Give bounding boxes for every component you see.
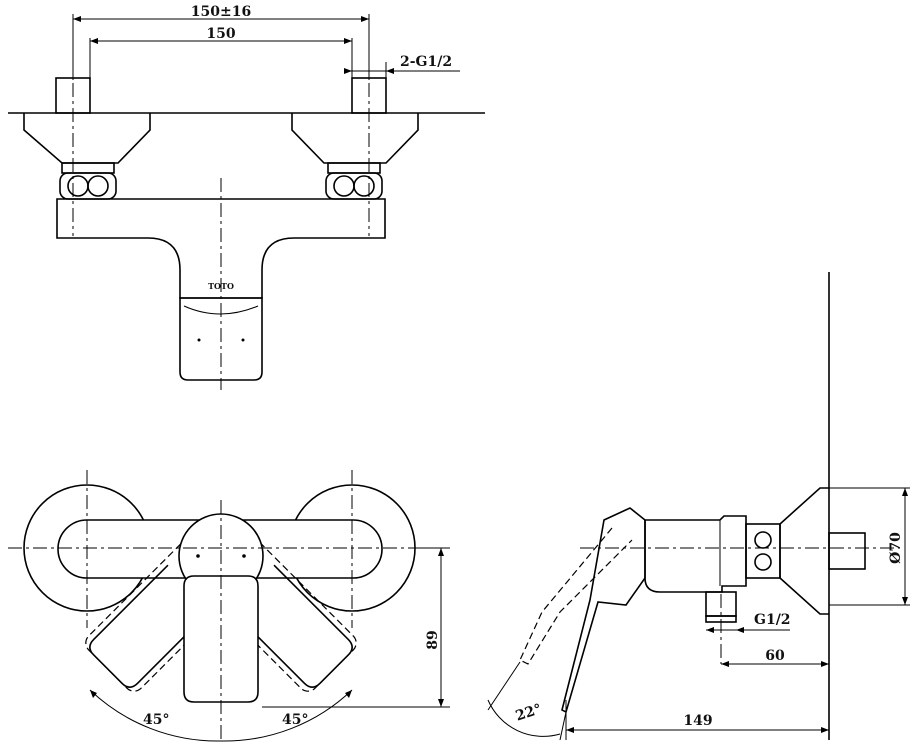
angle-22-label: 22° <box>514 701 544 724</box>
dim-150-tol: 150±16 <box>72 4 370 80</box>
dim-150: 150 <box>89 26 353 80</box>
dim-60: 60 <box>721 648 829 667</box>
dim-label-diameter-70: Ø70 <box>888 532 904 564</box>
dim-angle-22: 22° <box>487 661 567 741</box>
angle-left-label: 45° <box>143 712 169 728</box>
side-body <box>644 515 747 593</box>
right-escutcheon <box>291 113 419 164</box>
dim-label-60: 60 <box>765 648 785 664</box>
side-escutcheon <box>779 487 829 615</box>
dim-label-inlet-thread: 2-G1/2 <box>400 54 452 70</box>
handle-mark-left <box>197 338 201 342</box>
dim-diameter-70: Ø70 <box>829 487 910 606</box>
hub-mark-right <box>242 554 246 558</box>
dim-label-89: 89 <box>425 630 441 649</box>
top-view: 45° 45° 89 <box>8 470 450 742</box>
handle-mark-right <box>241 338 245 342</box>
handle-outline-left <box>229 564 353 688</box>
dim-label-150: 150 <box>206 26 235 42</box>
left-union-nut <box>59 162 117 200</box>
dim-label-149: 149 <box>683 713 712 729</box>
handle-outline-right <box>89 564 213 688</box>
arc-right <box>220 689 353 742</box>
dim-outlet-thread: G1/2 <box>706 612 791 633</box>
dim-149: 149 <box>565 700 829 740</box>
side-lever-handle <box>561 507 646 714</box>
dim-label-outlet-thread: G1/2 <box>754 612 791 628</box>
side-inlet-pipe <box>828 532 866 570</box>
arc-left <box>89 689 222 742</box>
left-escutcheon <box>23 113 151 164</box>
dim-inlet-thread: 2-G1/2 <box>344 54 460 80</box>
side-view: Ø70 G1/2 60 149 22° <box>487 272 910 741</box>
angle-right-label: 45° <box>282 712 308 728</box>
right-union-nut <box>325 162 383 200</box>
front-view: TOTO 150±16 150 2 <box>8 4 485 390</box>
lever-handle-front <box>179 297 263 381</box>
hub-mark-left <box>196 554 200 558</box>
dim-label-150-tol: 150±16 <box>191 4 251 20</box>
dim-89: 89 <box>262 547 450 708</box>
side-lever-raised <box>519 527 633 665</box>
